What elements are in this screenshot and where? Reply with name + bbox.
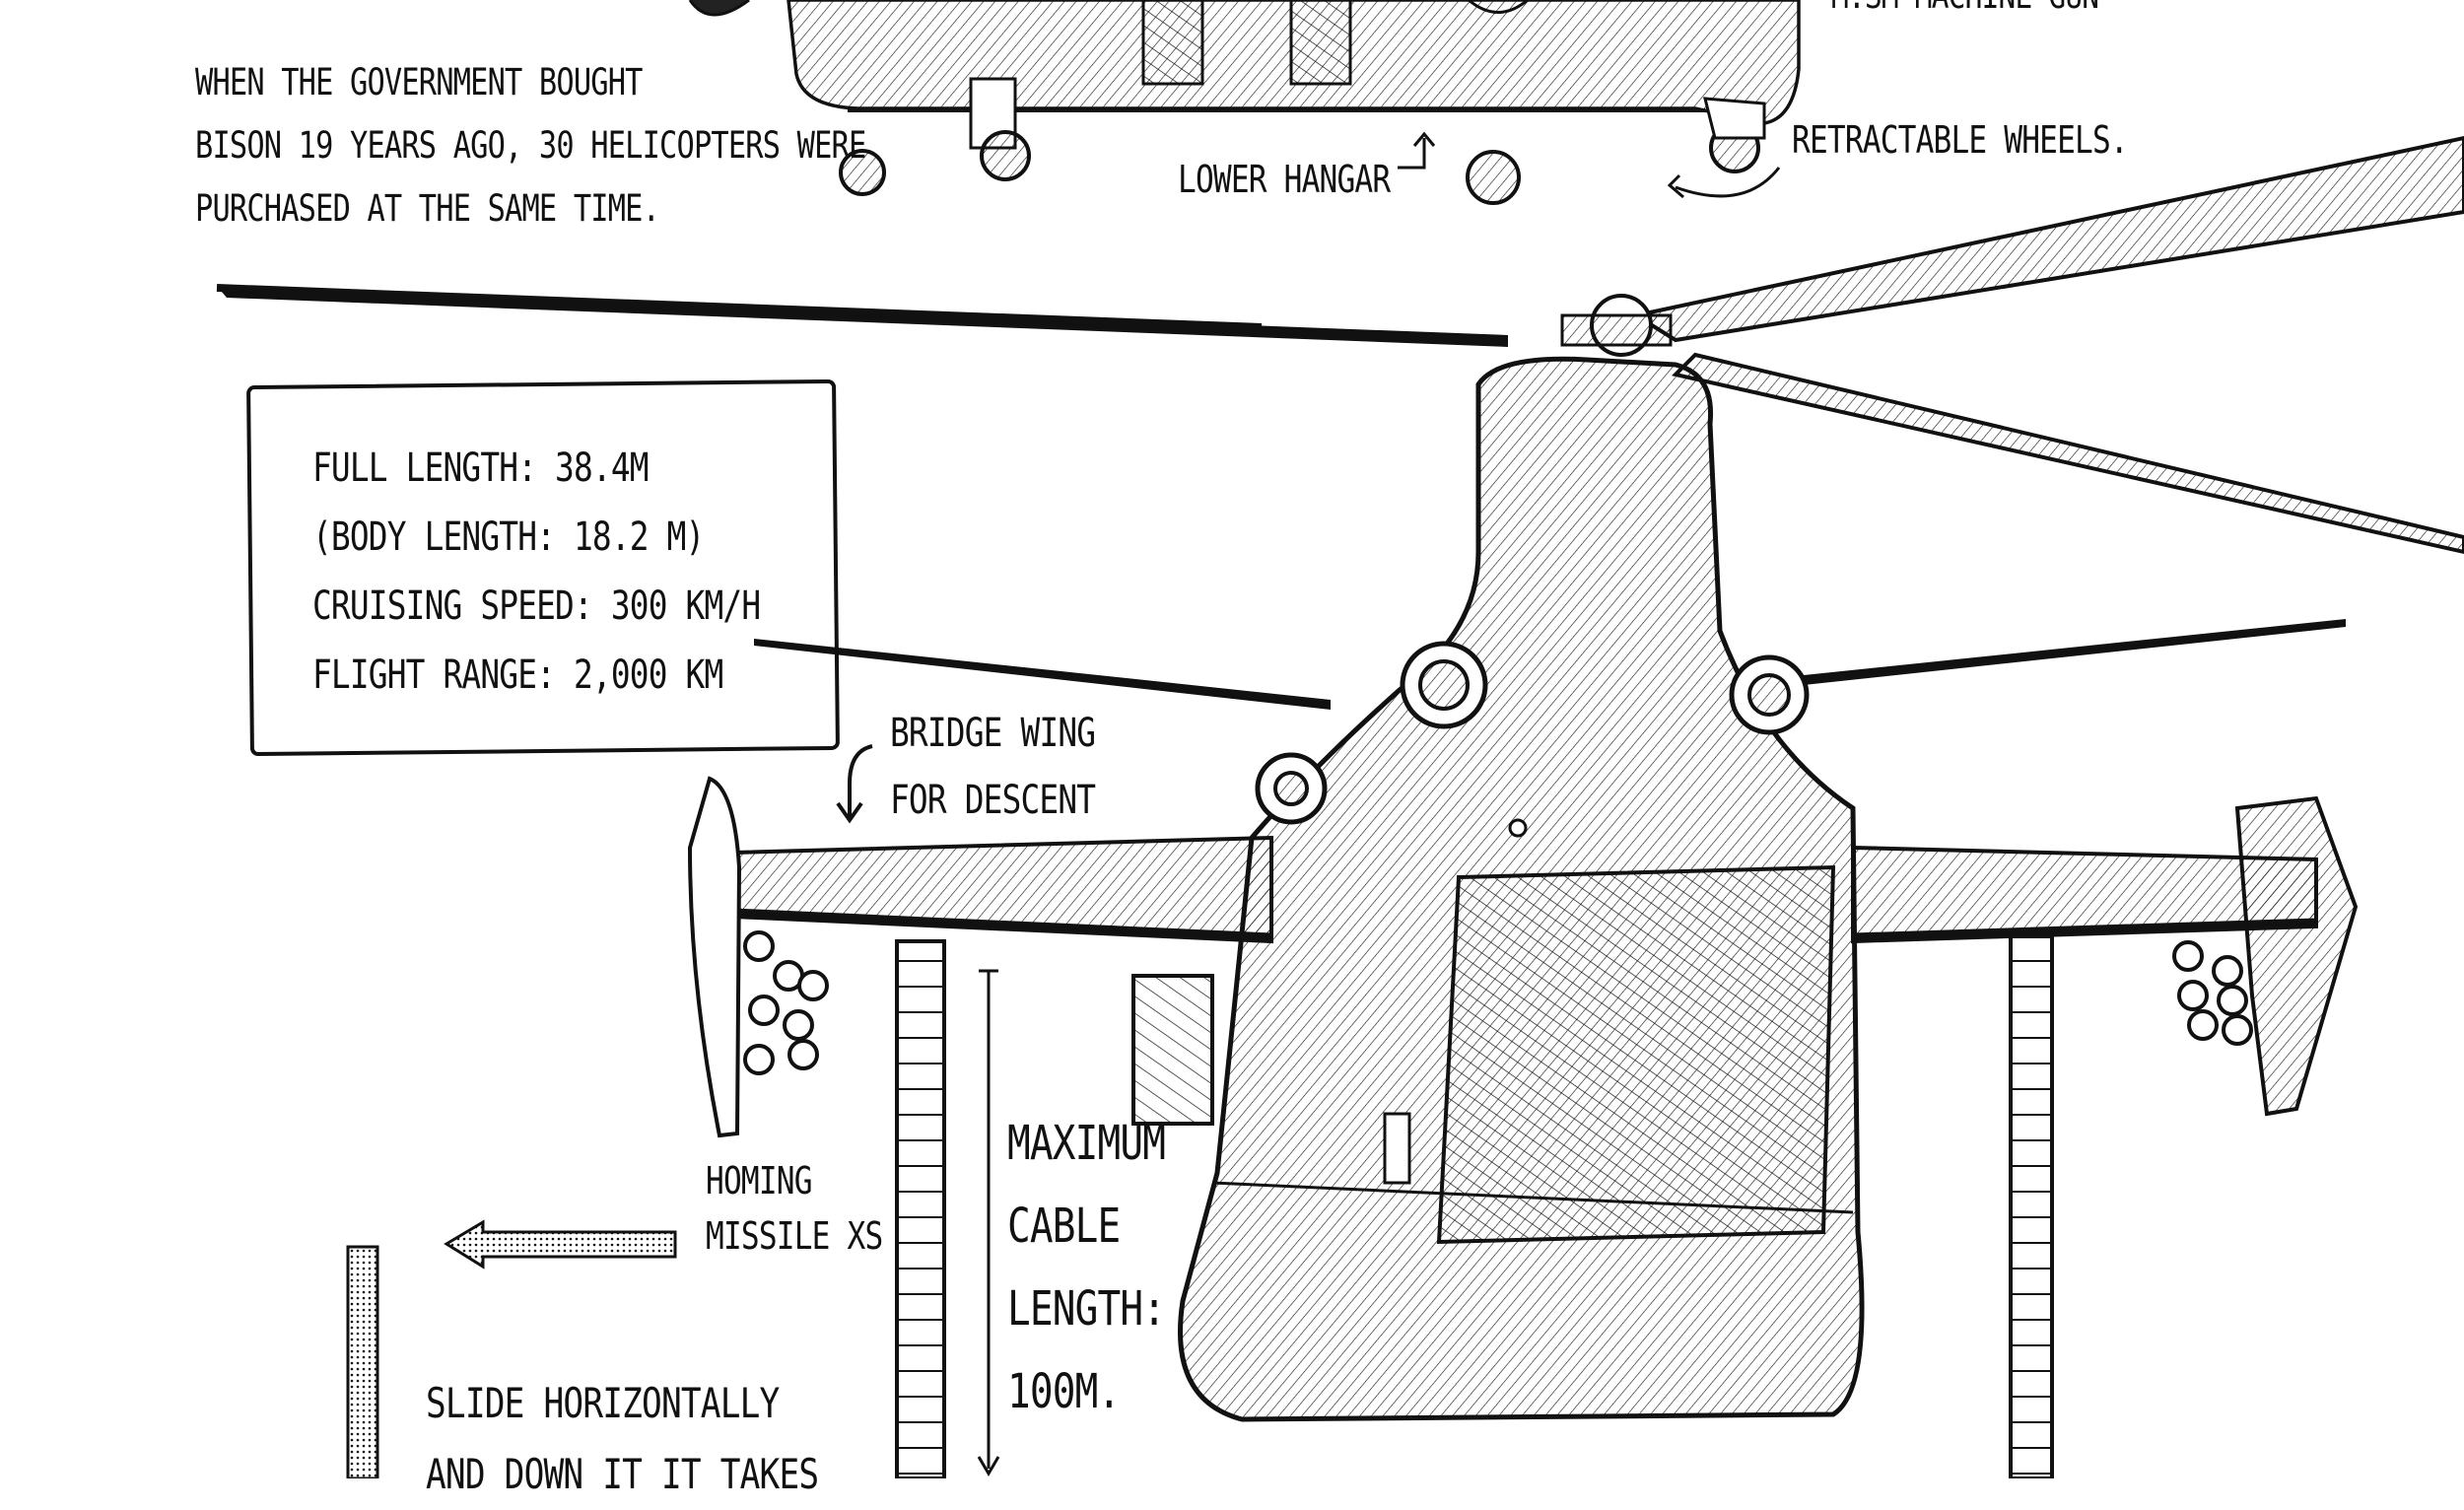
screentone-strip [346, 1245, 379, 1478]
note-slide: SLIDE HORIZONTALLY AND DOWN IT IT TAKES [426, 1379, 819, 1498]
note-retractable-wheels: RETRACTABLE WHEELS. [1792, 118, 2129, 162]
missile-arrow [444, 1219, 677, 1270]
note-lower-hangar: LOWER HANGAR [1178, 158, 1391, 201]
upper-helicopter [688, 0, 1801, 205]
note-bridge-wing: BRIDGE WING FOR DESCENT [890, 711, 1096, 823]
cable-length-arrow [977, 969, 1000, 1476]
spec-full-length: FULL LENGTH: 38.4M [312, 446, 650, 491]
spec-cruising-speed: CRUISING SPEED: 300 KM/H [312, 583, 761, 629]
spec-body-length: (BODY LENGTH: 18.2 M) [312, 515, 705, 560]
helicopter-illustration [216, 0, 2464, 1478]
note-machine-gun: M.SM MACHINE GUN [1831, 0, 2099, 17]
bridge-wings [687, 776, 2359, 1478]
spec-list: FULL LENGTH: 38.4M (BODY LENGTH: 18.2 M)… [312, 434, 761, 710]
secondary-rotors [754, 619, 2346, 710]
main-rotor [216, 135, 2464, 555]
fuselage [1131, 356, 1865, 1422]
note-cable-length: MAXIMUM CABLE LENGTH: 100M. [1007, 1116, 1166, 1419]
note-homing-missile: HOMING MISSILE XS [706, 1159, 883, 1258]
bridge-wing-arrow [836, 744, 873, 824]
note-government: WHEN THE GOVERNMENT BOUGHT BISON 19 YEAR… [195, 61, 866, 230]
spec-flight-range: FLIGHT RANGE: 2,000 KM [312, 652, 723, 698]
